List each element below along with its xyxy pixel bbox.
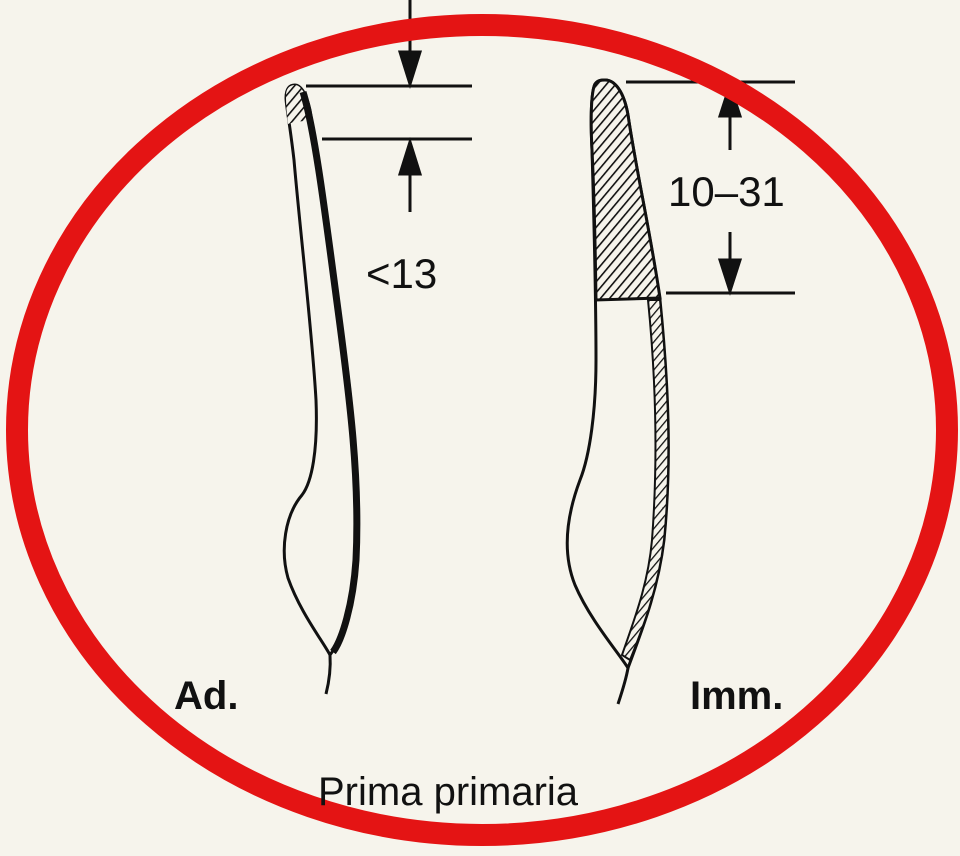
adult-feather-shaft	[326, 655, 330, 694]
figure-caption: Prima primaria	[318, 772, 578, 812]
immature-feather-shaft	[618, 668, 628, 704]
adult-dim-arrowhead-down	[400, 52, 420, 84]
adult-dim-arrowhead-up	[400, 142, 420, 174]
immature-dim-arrowhead-down	[720, 260, 740, 291]
adult-label: Ad.	[174, 676, 238, 716]
immature-measure-label: 10–31	[668, 171, 785, 213]
highlight-circle	[17, 25, 947, 835]
adult-measure-label: <13	[366, 253, 437, 295]
immature-feather-tip-hatch	[591, 80, 660, 300]
adult-feather	[284, 85, 357, 694]
immature-label: Imm.	[690, 676, 783, 716]
immature-feather	[567, 80, 668, 704]
